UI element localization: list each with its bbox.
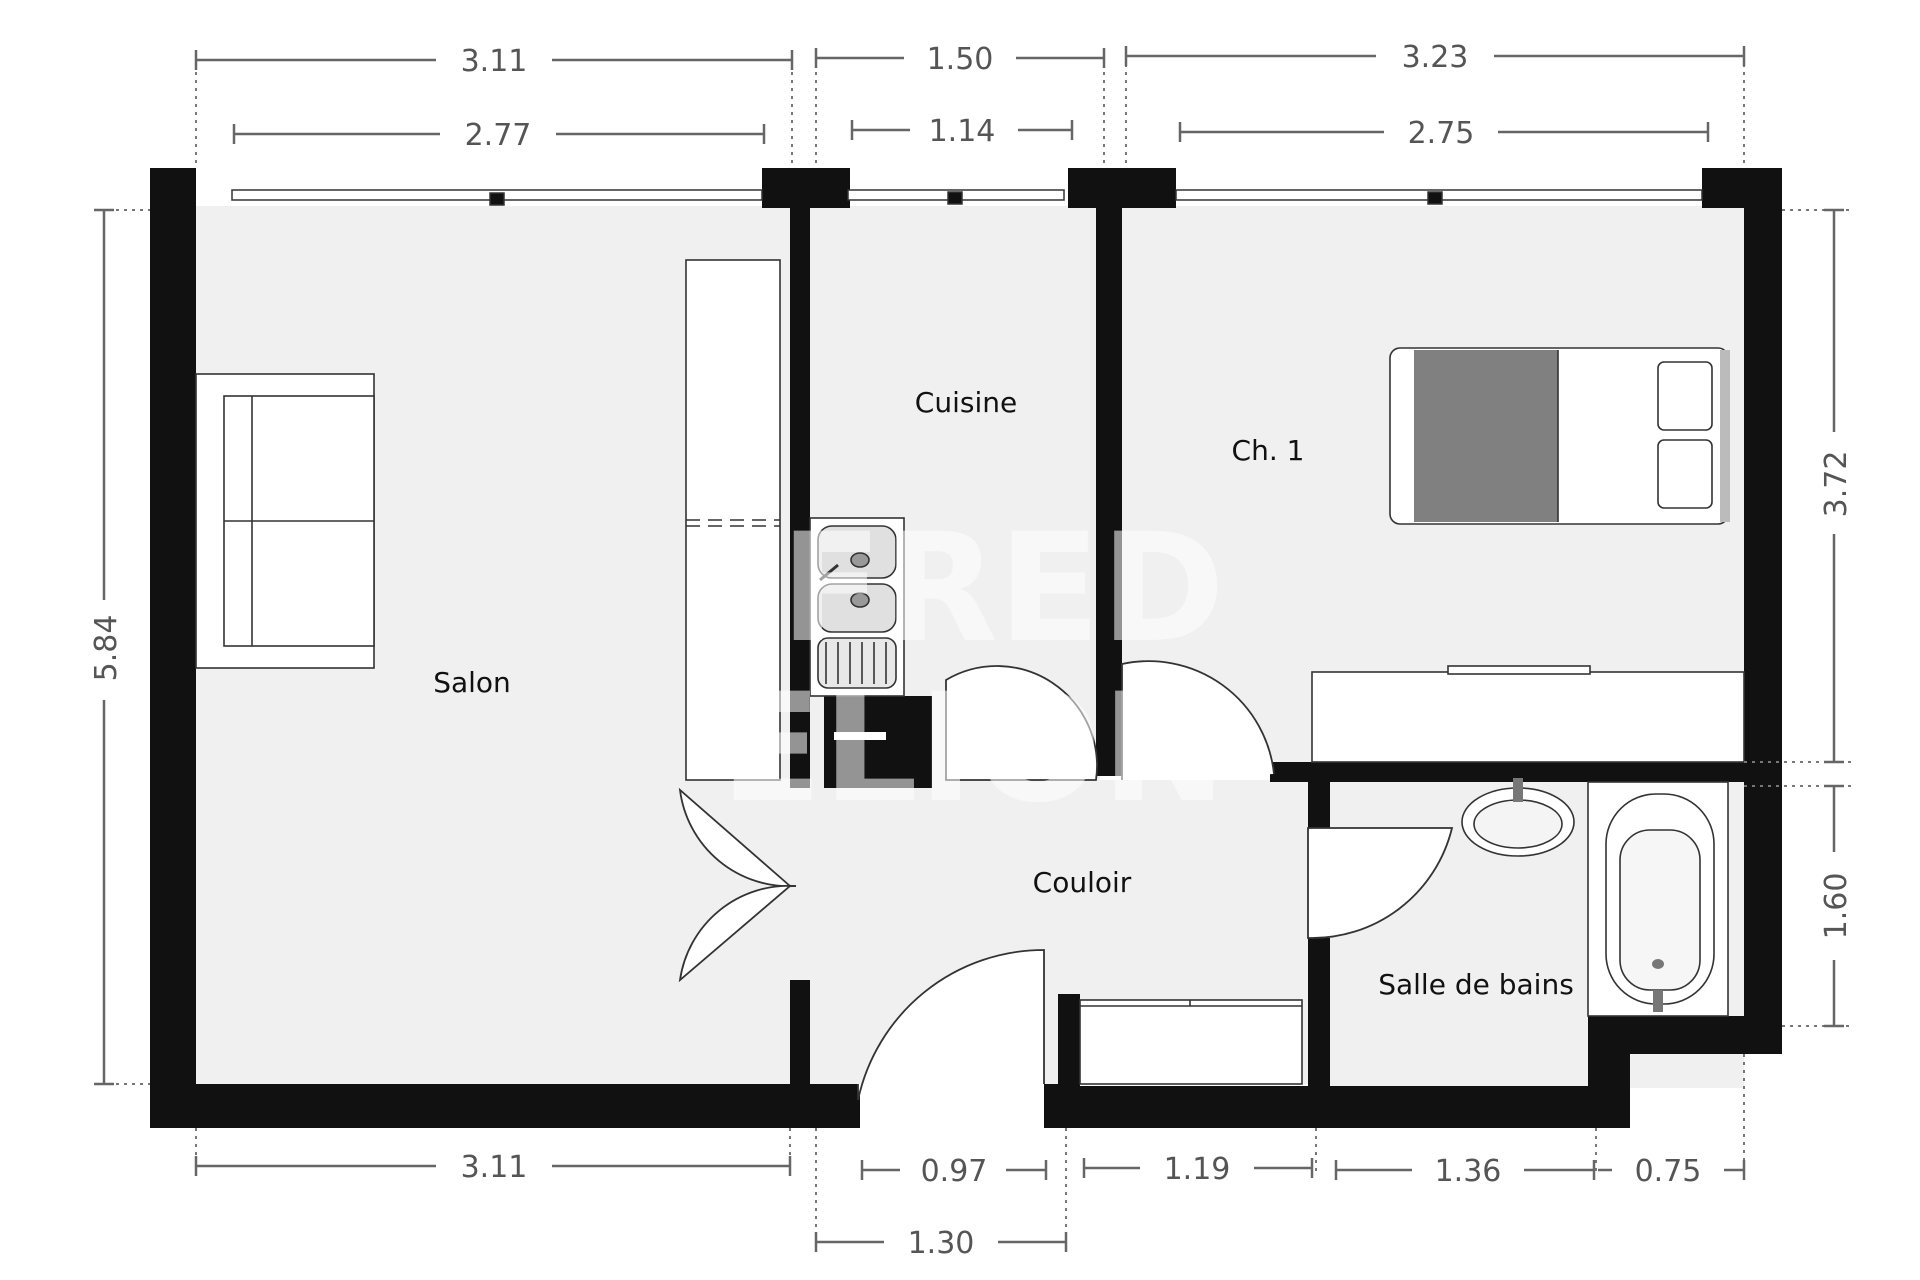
dim-label-top-cuisine-window: 1.14: [929, 114, 996, 149]
dim-top-cuisine-outer: 1.50: [814, 42, 1106, 77]
wall-salon-couloir-lower: [790, 980, 810, 1086]
walls: [150, 168, 1782, 1128]
wall-kitchen-counter-block: [824, 696, 932, 788]
window-salon: [231, 189, 763, 206]
oven-handle: [834, 732, 886, 740]
dim-top-salon-window: 2.77: [232, 118, 766, 153]
windows: [231, 189, 1703, 206]
door-bain: [1307, 827, 1454, 939]
wall-closet-left: [1058, 994, 1080, 1086]
wall-bottom-right: [1044, 1086, 1630, 1128]
room-label-salon: Salon: [433, 666, 511, 699]
room-label-salle-de-bains: Salle de bains: [1378, 968, 1574, 1001]
dim-right-chambre: 3.72: [1819, 208, 1854, 764]
dim-bottom-salon: 3.11: [194, 1150, 792, 1185]
wall-right: [1744, 168, 1782, 1054]
wall-bath-left-upper: [1308, 762, 1330, 828]
watermark: FRED ELION: [720, 502, 1227, 836]
dim-label-top-salon-outer: 3.11: [461, 44, 528, 79]
wall-bottom-salon: [150, 1084, 860, 1128]
sofa: [195, 373, 375, 669]
wall-ch1-bottom: [1270, 762, 1744, 782]
dim-label-right-bain: 1.60: [1819, 873, 1854, 940]
wall-left: [150, 168, 196, 1128]
wall-top-pier-cuisine-right: [1068, 168, 1122, 208]
wall-top-pier-cuisine-left: [810, 168, 850, 208]
room-label-chambre: Ch. 1: [1232, 434, 1305, 467]
dim-label-top-salon-window: 2.77: [465, 118, 532, 153]
dim-bottom-bain: 1.36: [1334, 1154, 1596, 1189]
chambre-wardrobe: [1311, 665, 1745, 763]
svg-text:FRED: FRED: [780, 502, 1225, 676]
dim-label-top-cuisine-outer: 1.50: [927, 42, 994, 77]
window-chambre: [1175, 189, 1703, 205]
dim-bottom-entry: 0.97: [860, 1154, 1048, 1189]
door-cuisine: [945, 665, 1098, 781]
dim-top-chambre-outer: 3.23: [1124, 40, 1746, 75]
double-bed: [1389, 347, 1730, 525]
dim-top-chambre-window: 2.75: [1178, 116, 1710, 151]
dim-bottom-closet: 1.19: [1082, 1152, 1314, 1187]
dim-label-top-chambre-outer: 3.23: [1402, 40, 1469, 75]
room-label-couloir: Couloir: [1033, 866, 1132, 899]
room-labels: Salon Cuisine Ch. 1 Couloir Salle de bai…: [433, 386, 1574, 1001]
dim-label-bottom-entry: 0.97: [921, 1154, 988, 1189]
furniture: [195, 259, 1745, 1085]
wall-top-pier-ch1-left: [1122, 168, 1176, 208]
door-salon-lower: [678, 884, 797, 983]
door-chambre: [1121, 660, 1275, 780]
room-label-cuisine: Cuisine: [915, 386, 1017, 419]
dim-label-bottom-couloir: 1.30: [908, 1226, 975, 1261]
dimension-lines: 3.11 1.50 3.23 2.77: [89, 40, 1854, 1261]
wall-bottom-entry-right-jamb: [1044, 1084, 1058, 1128]
dim-top-salon-outer: 3.11: [194, 44, 794, 79]
wall-top-pier-salon-right: [762, 168, 810, 208]
door-swings: [678, 660, 1454, 1101]
wall-salon-cuisine: [790, 206, 810, 788]
svg-text:ELION: ELION: [720, 662, 1227, 836]
door-entry: [857, 949, 1045, 1101]
dim-label-bottom-bain: 1.36: [1435, 1154, 1502, 1189]
washbasin: [1461, 778, 1575, 857]
wall-cuisine-ch1-a: [1096, 206, 1108, 776]
dim-label-bottom-closet: 1.19: [1164, 1152, 1231, 1187]
kitchen-sink: [809, 517, 905, 697]
dim-label-top-chambre-window: 2.75: [1408, 116, 1475, 151]
dim-label-bottom-salon: 3.11: [461, 1150, 528, 1185]
dim-bottom-bain-step: 0.75: [1598, 1154, 1746, 1189]
dim-label-right-chambre: 3.72: [1819, 451, 1854, 518]
window-cuisine: [847, 189, 1065, 205]
wall-cuisine-ch1-b: [1108, 206, 1122, 776]
wall-bath-left-lower: [1308, 938, 1330, 1086]
couloir-closet: [1079, 999, 1303, 1085]
dim-left-height: 5.84: [89, 208, 124, 1086]
wall-bath-step-vertical: [1588, 1016, 1630, 1128]
bathtub: [1587, 781, 1729, 1017]
dim-right-bain: 1.60: [1819, 784, 1854, 1028]
dim-label-left-height: 5.84: [89, 615, 124, 682]
salon-storage: [685, 259, 781, 781]
dim-bottom-couloir: 1.30: [814, 1226, 1068, 1261]
dim-top-cuisine-window: 1.14: [850, 114, 1074, 149]
dim-label-bottom-bain-step: 0.75: [1635, 1154, 1702, 1189]
